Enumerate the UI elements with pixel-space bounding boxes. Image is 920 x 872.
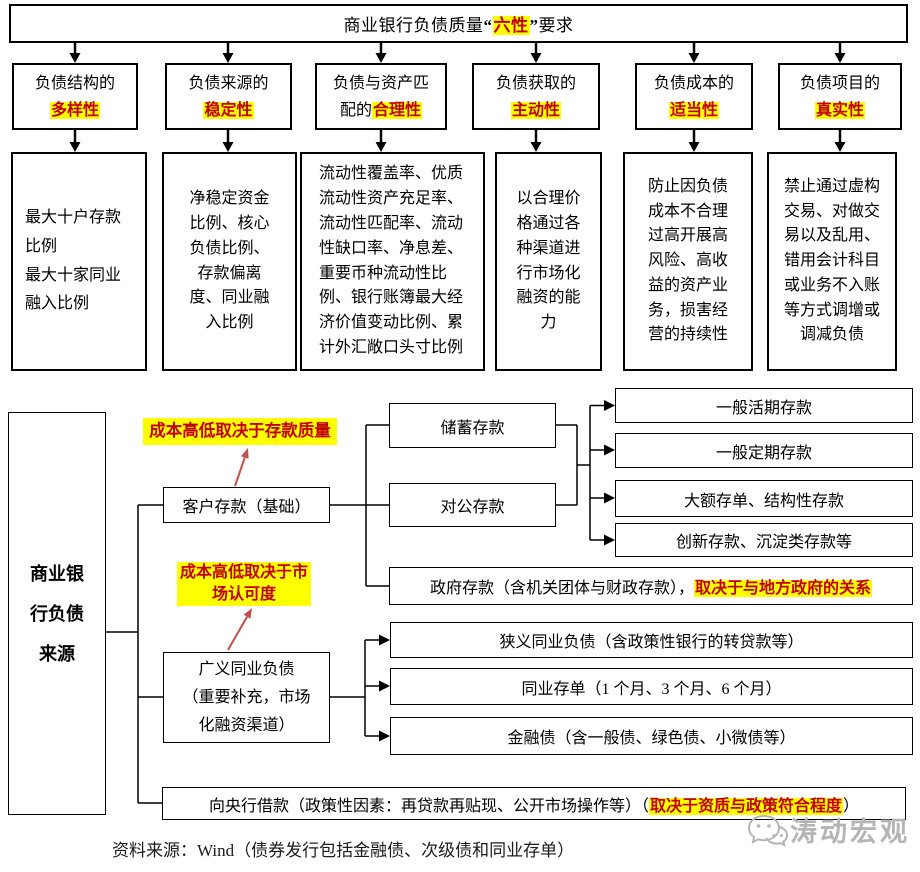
source-caption: 资料来源：Wind（债券发行包括金融债、次级债和同业存单） — [112, 841, 575, 860]
line2-highlight: 适当性 — [668, 101, 719, 119]
box-innovative-deposit: 创新存款、沉淀类存款等 — [615, 523, 913, 557]
line2-highlight: 合理性 — [372, 101, 423, 119]
central-bank-highlight: 取决于资质与政策符合程度 — [648, 797, 843, 815]
box-demand-deposit: 一般活期存款 — [615, 388, 913, 423]
detail-box-rationality: 流动性覆盖率、优质流动性资产充足率、流动性匹配率、流动性缺口率、净息差、重要币种… — [300, 152, 485, 371]
detail-box-authenticity: 禁止通过虚构交易、对做交易以及乱用、错用会计科目或业务不入账等方式调增或调减负债 — [767, 152, 897, 371]
watermark-text: 涛动宏观 — [790, 816, 910, 847]
requirement-line2: 配的合理性 — [339, 97, 423, 124]
requirement-line1: 负债与资产匹 — [332, 74, 429, 92]
box-customer-deposit: 客户存款（基础） — [163, 487, 330, 523]
requirement-box-stability: 负债来源的 稳定性 — [165, 63, 292, 130]
requirement-line2: 主动性 — [510, 97, 561, 124]
detail-text: 最大十户存款比例 最大十家同业融入比例 — [25, 208, 122, 313]
requirement-box-initiative: 负债获取的 主动性 — [472, 63, 600, 130]
detail-box-initiative: 以合理价格通过各种渠道进行市场化融资的能力 — [495, 152, 602, 371]
box-savings-deposit: 储蓄存款 — [389, 403, 556, 448]
requirement-line2: 多样性 — [49, 97, 100, 124]
detail-box-diversity: 最大十户存款比例 最大十家同业融入比例 — [11, 152, 147, 371]
note-deposit-quality: 成本高低取决于存款质量 — [143, 418, 337, 445]
requirement-line2: 适当性 — [668, 97, 719, 124]
detail-text: 净稳定资金比例、核心负债比例、存款偏离度、同业融入比例 — [189, 190, 270, 332]
requirement-box-appropriateness: 负债成本的 适当性 — [635, 63, 753, 130]
line2-prefix: 配的 — [339, 101, 372, 119]
central-bank-prefix: 向央行借款（政策性因素：再贷款再贴现、公开市场操作等）（ — [208, 797, 649, 815]
general-interbank-text: 广义同业负债 （重要补充，市场化融资渠道） — [182, 660, 311, 734]
banner-text-before: 商业银行负债质量 — [343, 16, 484, 35]
requirement-box-diversity: 负债结构的 多样性 — [12, 63, 138, 130]
note-market-recognition: 成本高低取决于市场认可度 — [177, 562, 311, 606]
government-deposit-text: 政府存款（含机关团体与财政存款），取决于与地方政府的关系 — [429, 574, 873, 598]
requirement-line2: 稳定性 — [203, 97, 254, 124]
requirement-line1: 负债获取的 — [495, 74, 576, 92]
detail-text: 防止因负债成本不合理过高开展高风险、高收益的资产业务，损害经营的持续性 — [647, 177, 728, 344]
box-general-interbank: 广义同业负债 （重要补充，市场化融资渠道） — [163, 652, 330, 743]
source-box: 商业银行负债来源 — [8, 412, 106, 815]
box-cd-structured-deposit: 大额存单、结构性存款 — [615, 480, 913, 517]
banner-title: 商业银行负债质量“六性”要求 — [344, 11, 574, 36]
banner-quote-close: ” — [529, 16, 539, 35]
banner-text-after: 要求 — [538, 16, 574, 35]
box-time-deposit: 一般定期存款 — [615, 433, 913, 468]
wechat-icon — [747, 814, 789, 847]
line2-highlight: 主动性 — [510, 101, 561, 119]
line2-highlight: 真实性 — [814, 101, 865, 119]
detail-text: 禁止通过虚构交易、对做交易以及乱用、错用会计科目或业务不入账等方式调增或调减负债 — [783, 177, 880, 344]
requirement-box-rationality: 负债与资产匹 配的合理性 — [315, 63, 447, 130]
box-government-deposit: 政府存款（含机关团体与财政存款），取决于与地方政府的关系 — [389, 567, 913, 605]
government-highlight: 取决于与地方政府的关系 — [694, 580, 873, 597]
detail-text: 以合理价格通过各种渠道进行市场化融资的能力 — [516, 190, 581, 332]
requirement-line1: 负债来源的 — [188, 74, 269, 92]
government-prefix: 政府存款（含机关团体与财政存款）， — [429, 580, 694, 597]
requirement-line2: 真实性 — [814, 97, 865, 124]
detail-box-appropriateness: 防止因负债成本不合理过高开展高风险、高收益的资产业务，损害经营的持续性 — [623, 152, 753, 371]
box-financial-bond: 金融债（含一般债、绿色债、小微债等） — [390, 717, 913, 755]
box-narrow-interbank: 狭义同业负债（含政策性银行的转贷款等） — [390, 622, 913, 658]
detail-text: 流动性覆盖率、优质流动性资产充足率、流动性匹配率、流动性缺口率、净息差、重要币种… — [319, 165, 464, 356]
detail-box-stability: 净稳定资金比例、核心负债比例、存款偏离度、同业融入比例 — [162, 152, 297, 371]
line2-highlight: 稳定性 — [203, 101, 254, 119]
box-corporate-deposit: 对公存款 — [389, 483, 556, 527]
line2-highlight: 多样性 — [49, 101, 100, 119]
central-bank-text: 向央行借款（政策性因素：再贷款再贴现、公开市场操作等）（取决于资质与政策符合程度… — [209, 792, 859, 816]
requirement-box-authenticity: 负债项目的 真实性 — [778, 63, 902, 130]
banner-highlight: 六性 — [492, 16, 530, 35]
banner-quote-open: “ — [483, 16, 493, 35]
requirement-line1: 负债结构的 — [34, 74, 115, 92]
banner-box: 商业银行负债质量“六性”要求 — [9, 4, 908, 43]
requirement-line1: 负债项目的 — [799, 74, 880, 92]
watermark: 涛动宏观 — [746, 812, 910, 852]
central-bank-suffix: ） — [843, 797, 860, 815]
box-ncd: 同业存单（1 个月、3 个月、6 个月） — [390, 668, 913, 705]
box-central-bank-borrowing: 向央行借款（政策性因素：再贷款再贴现、公开市场操作等）（取决于资质与政策符合程度… — [162, 787, 906, 820]
requirement-line1: 负债成本的 — [653, 74, 734, 92]
